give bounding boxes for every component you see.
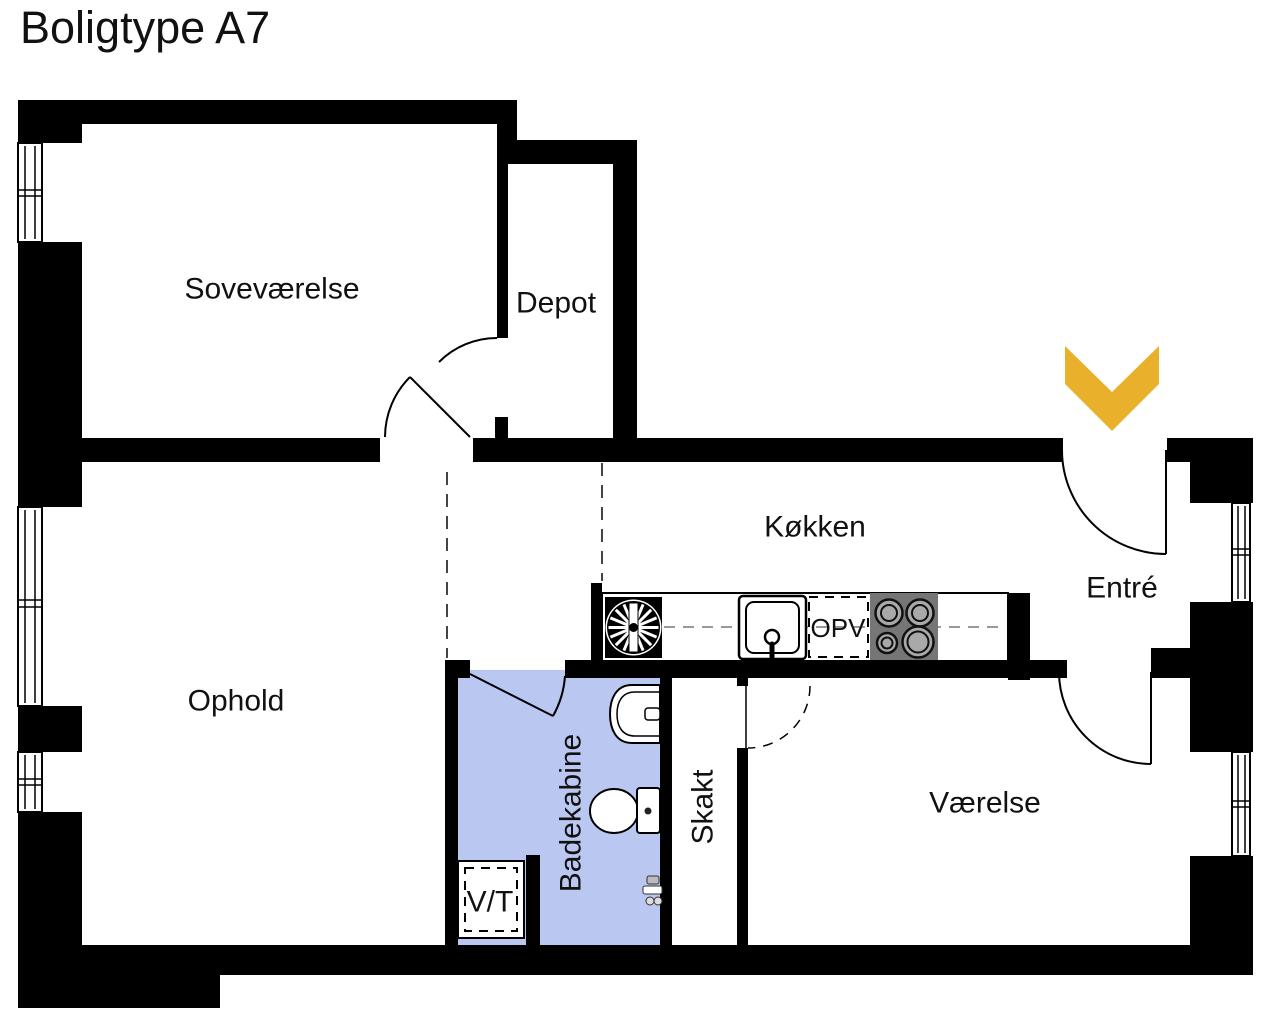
dishwasher-label: OPV — [811, 613, 867, 643]
window — [17, 142, 43, 243]
label-bedroom: Soveværelse — [184, 273, 359, 306]
bedroom-door — [384, 376, 471, 438]
wall — [1008, 593, 1030, 680]
optional-door-dashed — [745, 685, 811, 749]
windows — [17, 142, 1251, 857]
sink-icon — [737, 594, 808, 661]
chevron-down-icon — [1065, 346, 1159, 431]
wall — [737, 678, 748, 686]
dashed-boundaries — [446, 463, 603, 658]
page-title: Boligtype A7 — [20, 2, 271, 53]
label-bath-cabin: Badekabine — [555, 734, 588, 892]
wall — [565, 660, 1067, 678]
wall — [660, 678, 672, 945]
label-kitchen: Køkken — [764, 511, 866, 544]
shower-fitting-icon — [642, 875, 663, 906]
bathroom-door — [469, 673, 566, 717]
wall — [18, 706, 82, 752]
stove-4-burners-icon — [870, 593, 938, 662]
label-room: Værelse — [929, 787, 1041, 820]
wall — [18, 100, 517, 124]
doors — [384, 336, 1167, 765]
wall — [445, 660, 458, 945]
wall — [18, 438, 380, 462]
entry-door — [1061, 449, 1167, 555]
wall — [473, 438, 1063, 462]
depot-door — [438, 336, 498, 363]
label-depot: Depot — [516, 287, 597, 320]
washbasin-icon — [608, 684, 661, 744]
wall — [220, 945, 1253, 975]
washer-dryer-label: V/T — [467, 886, 514, 919]
wall — [737, 748, 748, 945]
label-shaft: Skakt — [687, 769, 720, 845]
wall — [613, 140, 637, 462]
toilet-icon — [589, 787, 661, 834]
wall — [497, 164, 508, 338]
label-entry: Entré — [1086, 572, 1158, 605]
wall — [18, 242, 82, 507]
wall — [591, 583, 602, 660]
window — [17, 751, 43, 813]
round-fan-icon — [605, 597, 662, 658]
wall — [18, 100, 82, 143]
room-labels: Soveværelse Depot Køkken Entré Ophold Ba… — [184, 273, 1157, 893]
wall — [1190, 458, 1253, 503]
dishwasher-box: OPV — [808, 596, 869, 658]
label-living: Ophold — [188, 685, 285, 718]
wall — [18, 812, 82, 948]
wall — [1151, 648, 1190, 678]
window — [1231, 751, 1251, 857]
walls — [18, 100, 1253, 1008]
room-door — [1058, 671, 1152, 765]
kitchen-counter: OPV — [601, 592, 1009, 663]
washer-dryer-box: V/T — [457, 860, 525, 939]
window — [17, 506, 43, 707]
wall — [526, 855, 540, 945]
wall — [18, 945, 220, 1008]
window — [1231, 502, 1251, 603]
wall — [1190, 602, 1253, 752]
wall — [495, 417, 508, 438]
bathroom-fixtures: V/T — [457, 684, 663, 939]
